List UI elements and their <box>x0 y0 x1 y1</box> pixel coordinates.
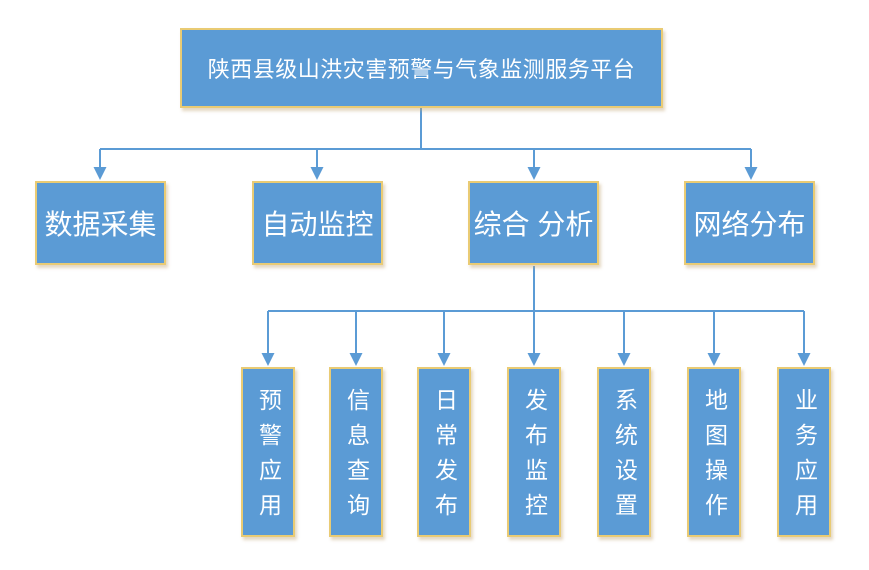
node-auto-monitoring: 自动监控 <box>252 181 383 265</box>
node-comprehensive-analysis-label: 综合 分析 <box>473 209 594 240</box>
node-platform-root-label: 陕西县级山洪灾害预警与气象监测服务平台 <box>207 57 636 82</box>
node-warning-application-label: 预警应用 <box>255 388 282 528</box>
node-release-monitoring-label: 发布监控 <box>521 388 548 528</box>
node-warning-application: 预警应用 <box>241 367 295 537</box>
node-business-application-label: 业务应用 <box>791 388 818 528</box>
node-daily-release-label: 日常发布 <box>431 388 458 528</box>
node-system-settings-label: 系统设置 <box>611 388 638 528</box>
node-network-distribution: 网络分布 <box>684 181 815 265</box>
node-business-application: 业务应用 <box>777 367 831 537</box>
node-info-query: 信息查询 <box>329 367 383 537</box>
node-map-operations: 地图操作 <box>687 367 741 537</box>
node-release-monitoring: 发布监控 <box>507 367 561 537</box>
node-system-settings: 系统设置 <box>597 367 651 537</box>
node-data-collection-label: 数据采集 <box>44 209 157 240</box>
node-auto-monitoring-label: 自动监控 <box>261 209 374 240</box>
node-comprehensive-analysis: 综合 分析 <box>468 181 599 265</box>
node-network-distribution-label: 网络分布 <box>693 209 806 240</box>
node-daily-release: 日常发布 <box>417 367 471 537</box>
node-map-operations-label: 地图操作 <box>701 388 728 528</box>
node-info-query-label: 信息查询 <box>343 388 370 528</box>
node-platform-root: 陕西县级山洪灾害预警与气象监测服务平台 <box>180 28 663 108</box>
node-data-collection: 数据采集 <box>35 181 166 265</box>
